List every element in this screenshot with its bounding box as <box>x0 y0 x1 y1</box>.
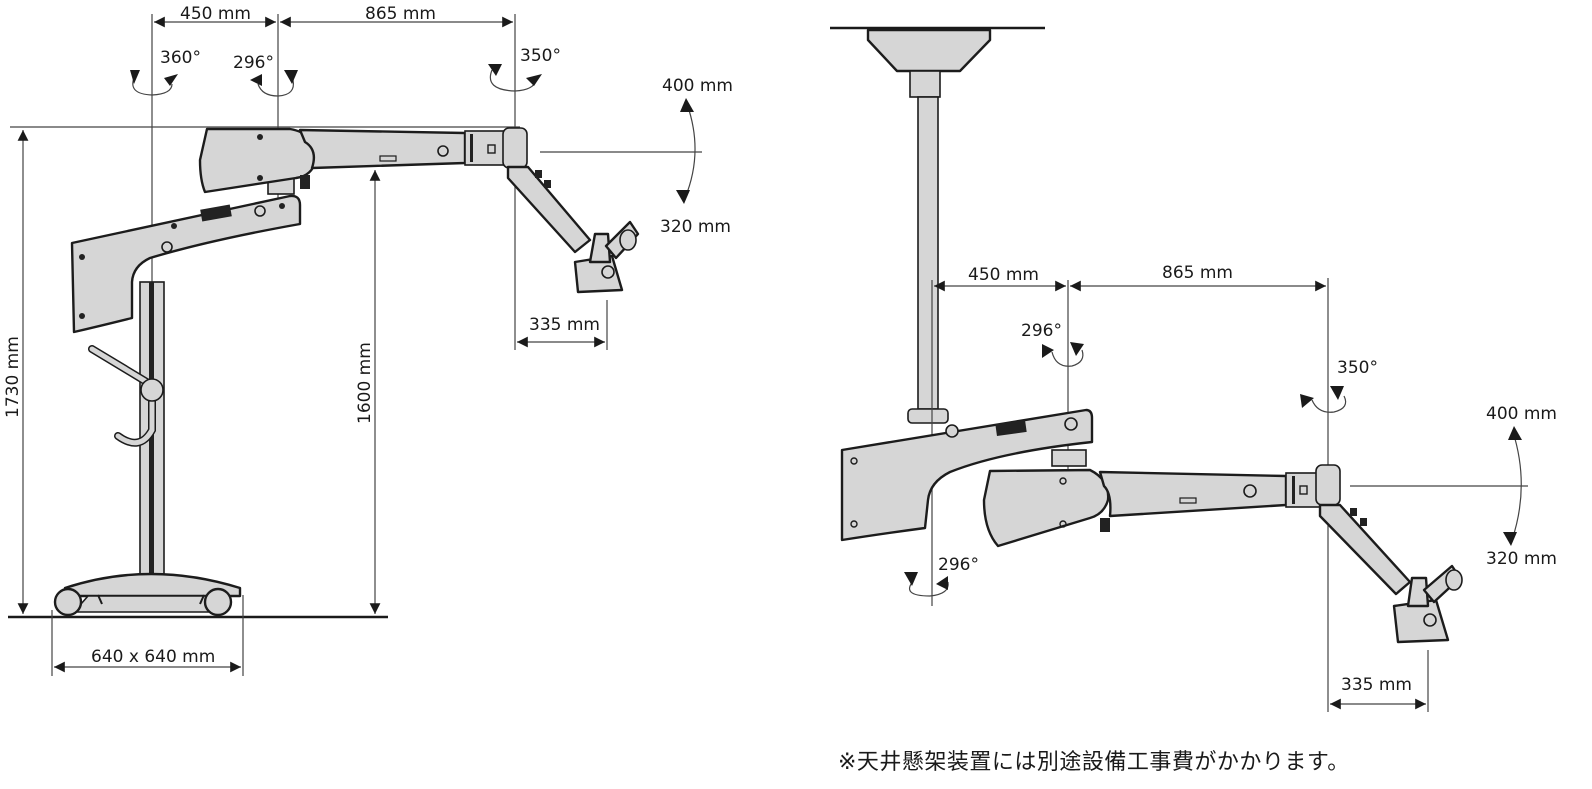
dim-label-335: 335 mm <box>1341 675 1412 695</box>
swing-down-label: 320 mm <box>660 217 731 237</box>
swing-down-label: 320 mm <box>1486 549 1557 569</box>
swing-arc <box>684 103 696 199</box>
rotation-label-360: 360° <box>160 48 201 68</box>
upper-arm-housing <box>982 468 1110 548</box>
upper-arm-housing <box>198 127 318 194</box>
swing-up-label: 400 mm <box>662 76 733 96</box>
dim-label-865: 865 mm <box>365 4 436 24</box>
floor-stand-diagram: 450 mm 865 mm 360° 296° 350° 400 mm 320 … <box>3 4 733 676</box>
dim-label-450: 450 mm <box>180 4 251 24</box>
microscope-head <box>1318 503 1463 644</box>
rotation-icon <box>488 64 542 92</box>
rotation-icon <box>250 70 298 97</box>
swing-arc <box>1511 431 1522 541</box>
rotation-icon <box>904 572 949 597</box>
dim-label-base: 640 x 640 mm <box>91 647 215 667</box>
ceiling-mount-column <box>866 28 992 424</box>
rotation-label-350: 350° <box>1337 358 1378 378</box>
swing-up-label: 400 mm <box>1486 404 1557 424</box>
dim-label-450: 450 mm <box>968 265 1039 285</box>
rotation-label-350: 350° <box>520 46 561 66</box>
wheeled-base <box>53 572 242 617</box>
rotation-icon <box>1042 342 1084 367</box>
dim-label-335: 335 mm <box>529 315 600 335</box>
rotation-icon <box>1300 386 1347 413</box>
installation-footnote: ※天井懸架装置には別途設備工事費がかかります。 <box>838 750 1350 775</box>
lower-arm <box>70 194 302 334</box>
dim-label-865: 865 mm <box>1162 263 1233 283</box>
rotation-label-296: 296° <box>1021 321 1062 341</box>
ceiling-mount-diagram: 450 mm 865 mm 296° 350° 296° 400 mm 320 … <box>830 26 1557 712</box>
upper-arm <box>298 127 528 170</box>
rotation-label-296: 296° <box>233 53 274 73</box>
microscope-head <box>506 165 640 294</box>
dim-label-1600: 1600 mm <box>355 342 375 424</box>
swing-up-arrow <box>680 98 694 112</box>
arm-joint <box>1051 449 1087 467</box>
dim-label-1730: 1730 mm <box>3 336 23 418</box>
handle-bar <box>88 345 164 447</box>
upper-arm <box>1098 464 1341 518</box>
swing-up-arrow <box>1508 426 1522 440</box>
rotation-label-296-column: 296° <box>938 555 979 575</box>
lower-arm <box>840 408 1094 542</box>
rotation-icon <box>130 70 178 96</box>
swing-down-arrow <box>1503 532 1517 546</box>
swing-down-arrow <box>676 190 690 204</box>
